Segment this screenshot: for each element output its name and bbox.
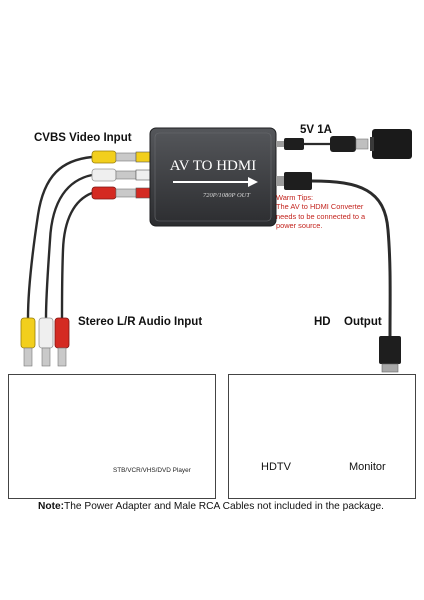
rca-plug-white-top: [91, 168, 137, 182]
white-cable: [44, 173, 93, 319]
device-sub-label: 720P/1080P OUT: [203, 192, 250, 199]
usb-power-adapter-icon: [370, 129, 412, 159]
stb-caption: STB/VCR/VHS/DVD Player: [113, 467, 191, 474]
rca-jacks: [135, 151, 151, 199]
rca-plug-yellow-bottom: [20, 317, 36, 367]
hdtv-caption: HDTV: [261, 461, 291, 473]
warm-tips: Warm Tips: The AV to HDMI Converter need…: [276, 193, 406, 231]
rca-plug-white-bottom: [38, 317, 54, 367]
device-title: AV TO HDMI: [170, 158, 256, 174]
package-note: Note:The Power Adapter and Male RCA Cabl…: [38, 501, 384, 512]
output-label: Output: [344, 316, 382, 328]
rca-plug-yellow-top: [91, 150, 137, 164]
note-text: The Power Adapter and Male RCA Cables no…: [64, 501, 385, 512]
note-prefix: Note:: [38, 501, 65, 512]
rca-cables: [26, 155, 93, 319]
yellow-cable: [26, 155, 93, 319]
rca-plug-red-top: [91, 186, 137, 200]
rca-plug-red-bottom: [54, 317, 70, 367]
power-spec-label: 5V 1A: [300, 124, 332, 136]
usb-power-cable: [276, 136, 369, 152]
warm-tips-line: The AV to HDMI Converter: [276, 202, 364, 212]
hdmi-plug-icon: [379, 336, 401, 373]
warm-tips-line: power source.: [276, 221, 323, 231]
av-to-hdmi-converter: AV TO HDMI 720P/1080P OUT: [149, 127, 277, 227]
stereo-audio-input-label: Stereo L/R Audio Input: [78, 316, 203, 328]
arrow-right-icon: [248, 177, 258, 187]
display-devices-box: HDTV Monitor: [228, 374, 416, 499]
warm-tips-line: needs to be connected to a: [276, 211, 366, 221]
warm-tips-heading: Warm Tips:: [276, 193, 314, 202]
red-cable: [60, 191, 93, 319]
hdmi-cable: [276, 172, 392, 337]
hd-label: HD: [314, 316, 331, 328]
monitor-caption: Monitor: [349, 461, 386, 473]
source-devices-box: STB/VCR/VHS/DVD Player: [8, 374, 216, 499]
cvbs-video-input-label: CVBS Video Input: [34, 132, 132, 144]
